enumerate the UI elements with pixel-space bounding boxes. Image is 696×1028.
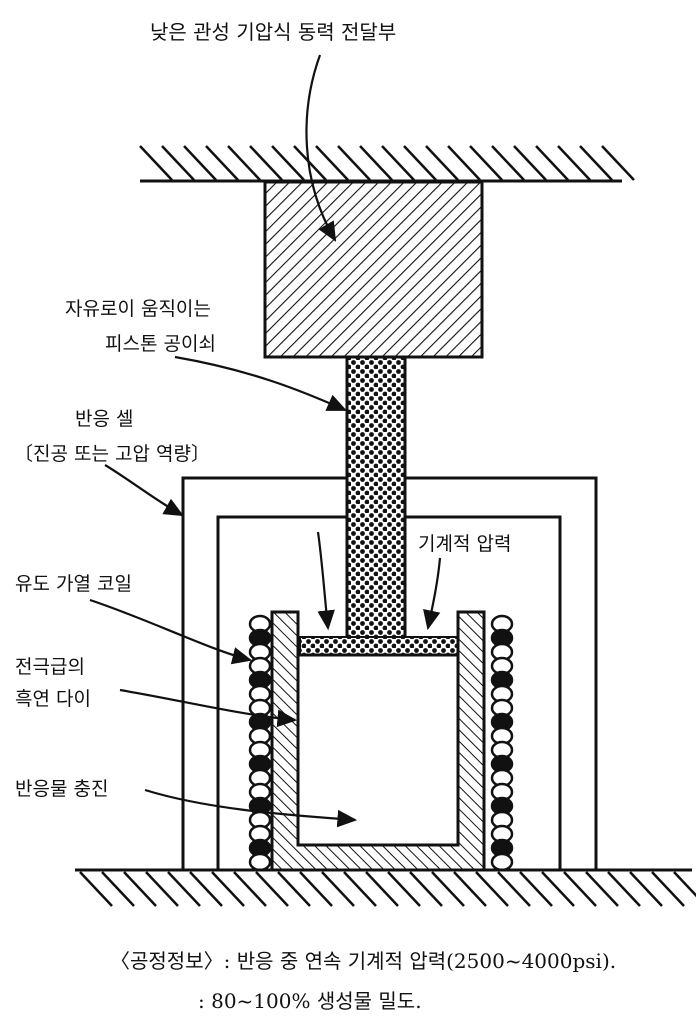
hatch-line	[497, 871, 531, 907]
hatch-line	[387, 871, 421, 907]
hatch-line	[673, 871, 696, 898]
hatch-line	[409, 871, 443, 907]
hatch-line	[183, 145, 217, 181]
caption-line-2: : 80~100% 생성물 밀도.	[198, 989, 422, 1013]
hatch-line	[315, 145, 349, 181]
hatch-line	[145, 871, 179, 907]
hatch-line	[557, 145, 591, 181]
hatch-line	[277, 871, 311, 907]
coil-turn	[248, 852, 272, 872]
hatch-line	[475, 871, 509, 907]
hatch-line	[249, 145, 283, 181]
hatch-line	[519, 871, 553, 907]
piston-label-1: 자유로이 움직이는	[65, 298, 211, 320]
arrow-charge	[144, 788, 358, 828]
hatch-line	[365, 871, 399, 907]
bottom-support	[75, 868, 696, 907]
hatch-line	[233, 871, 267, 907]
hatch-line	[381, 145, 415, 181]
hatch-line	[447, 145, 481, 181]
hatch-line	[579, 145, 613, 181]
pressure-label: 기계적 압력	[418, 533, 512, 555]
piston-head	[299, 636, 459, 656]
die-label-2: 흑연 다이	[15, 688, 91, 710]
title-label: 낮은 관성 기압식 동력 전달부	[150, 20, 397, 44]
hatch-line	[607, 871, 641, 907]
hatch-line	[403, 145, 437, 181]
arrow-drive	[305, 54, 337, 242]
cell-label-1: 반응 셀	[75, 408, 134, 430]
induction-coil	[248, 614, 514, 872]
reactant-charge	[296, 653, 460, 847]
hatch-line	[211, 871, 245, 907]
hatch-line	[299, 871, 333, 907]
arrow-pressure-right	[423, 557, 442, 631]
top-support	[139, 145, 635, 183]
cell-label-2: 〔진공 또는 고압 역량〕	[14, 443, 210, 465]
arrow-pressure-left	[316, 531, 335, 631]
hatch-line	[469, 145, 503, 181]
hatch-line	[585, 871, 619, 907]
hatch-line	[293, 145, 327, 181]
hatch-line	[601, 145, 635, 181]
hatch-line	[321, 871, 355, 907]
hatch-line	[161, 145, 195, 181]
hatch-line	[123, 871, 157, 907]
hatch-line	[139, 145, 173, 181]
hatch-line	[629, 871, 663, 907]
arrow-coil	[89, 598, 253, 665]
hatch-line	[431, 871, 465, 907]
arrow-die	[119, 688, 298, 728]
hatch-line	[491, 145, 525, 181]
hatch-line	[359, 145, 393, 181]
arrow-piston	[174, 355, 348, 412]
hatch-line	[255, 871, 289, 907]
hatch-line	[453, 871, 487, 907]
die-label-1: 전극급의	[15, 656, 85, 678]
hatch-line	[563, 871, 597, 907]
hatch-line	[535, 145, 569, 181]
pneumatic-drive-block	[263, 180, 484, 359]
hatch-line	[271, 145, 305, 181]
piston-label-2: 피스톤 공이쇠	[105, 333, 216, 355]
hatch-line	[337, 145, 371, 181]
charge-label: 반응물 충진	[15, 778, 109, 800]
hatch-line	[425, 145, 459, 181]
hatch-line	[227, 145, 261, 181]
caption-line-1: 〈공정정보〉: 반응 중 연속 기계적 압력(2500~4000psi).	[110, 949, 617, 973]
hatch-line	[205, 145, 239, 181]
hatch-line	[651, 871, 685, 907]
coil-turn	[490, 852, 514, 872]
hatch-line	[101, 871, 135, 907]
hatch-line	[79, 871, 113, 907]
hatch-line	[189, 871, 223, 907]
piston-ram	[345, 355, 407, 641]
hatch-line	[513, 145, 547, 181]
arrow-cell	[104, 464, 184, 517]
hatch-line	[541, 871, 575, 907]
coil-label: 유도 가열 코일	[15, 573, 132, 595]
hatch-line	[167, 871, 201, 907]
hatch-line	[343, 871, 377, 907]
